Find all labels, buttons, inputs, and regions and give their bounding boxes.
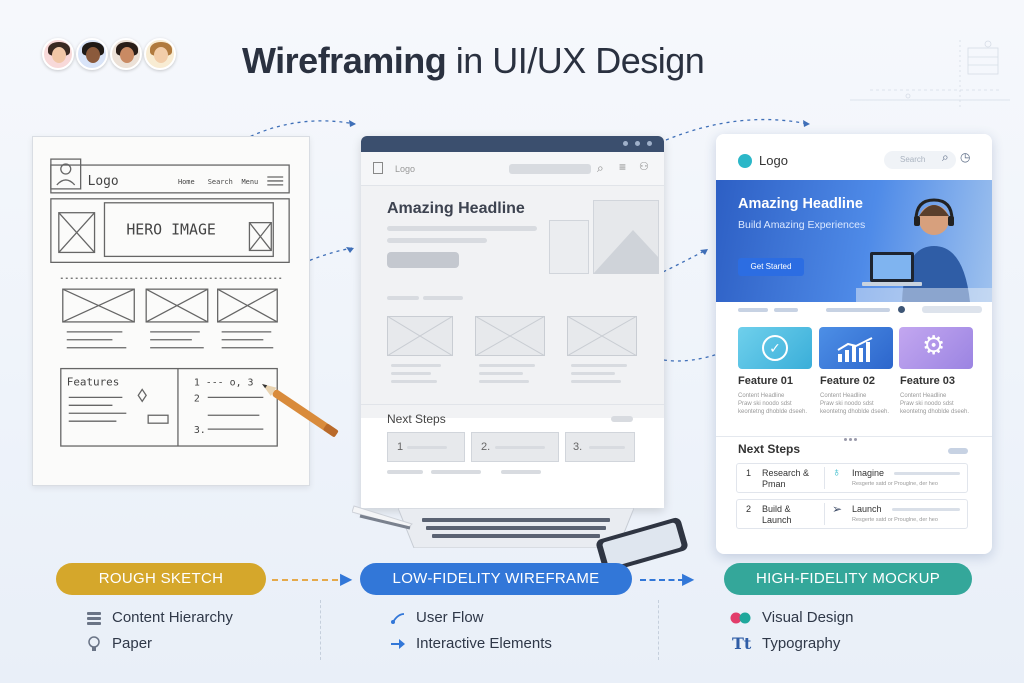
stage-item: Tt Typography [732, 633, 841, 653]
stage-connector [272, 579, 348, 581]
step-label-1: Research & Pman [762, 468, 810, 489]
color-dots-icon [730, 612, 751, 623]
feature-title-1: Feature 01 [738, 375, 794, 387]
clock-icon[interactable]: ◷ [960, 150, 971, 164]
svg-text:2: 2 [194, 393, 200, 404]
logo-icon [373, 162, 383, 174]
step-row-2[interactable] [736, 499, 968, 529]
svg-text:Search: Search [208, 178, 233, 186]
high-fidelity-mockup: Logo Search ⌕ ◷ Amazing Headline Build A… [716, 134, 992, 554]
sketch-features-label: Features [67, 375, 120, 388]
feature-desc-2: Content Headline Praw ski noodo sdst keo… [820, 393, 890, 415]
lofi-cta-button[interactable] [387, 252, 459, 268]
lofi-headline: Amazing Headline [387, 200, 525, 217]
typography-icon: Tt [732, 633, 752, 653]
page-title: Wireframing in UI/UX Design [242, 40, 705, 81]
svg-text:3.: 3. [194, 425, 206, 436]
lofi-navbar: Logo ⌕ ≡ ⚇ [361, 152, 664, 186]
feature-desc-1: Content Headline Praw ski noodo sdst keo… [738, 393, 808, 415]
lofi-hero [361, 186, 664, 418]
paper-plane-icon: ➢ [832, 502, 843, 516]
stylus-icon [352, 505, 413, 530]
flow-icon [391, 612, 405, 624]
pencil-icon [262, 384, 339, 437]
get-started-button[interactable]: Get Started [738, 258, 804, 276]
menu-icon[interactable]: ≡ [619, 160, 627, 174]
avatar [144, 38, 176, 70]
search-icon[interactable]: ⌕ [942, 150, 949, 164]
hifi-logo[interactable]: Logo [759, 153, 788, 168]
hifi-header: Logo Search ⌕ ◷ [716, 134, 992, 180]
hifi-next-steps: Next Steps [738, 442, 801, 456]
avatar-group [42, 38, 176, 70]
svg-text:Menu: Menu [241, 178, 258, 186]
hifi-headline: Amazing Headline [738, 196, 863, 212]
step-row-1[interactable] [736, 463, 968, 493]
lofi-next-steps: Next Steps [387, 412, 446, 426]
lightbulb-icon: ♁ [832, 465, 841, 479]
stage-item: Visual Design [730, 609, 853, 626]
avatar [76, 38, 108, 70]
growth-chart-icon [837, 337, 873, 362]
avatar [42, 38, 74, 70]
low-fidelity-wireframe: Logo ⌕ ≡ ⚇ Amazing Headline Next Steps 1… [361, 136, 664, 508]
stack-icon [87, 611, 101, 625]
stage-rough-sketch: ROUGH SKETCH [56, 563, 266, 595]
logo-icon [738, 154, 752, 168]
stage-item: User Flow [390, 609, 484, 626]
svg-text:1 --- o, 3: 1 --- o, 3 [194, 377, 254, 388]
hifi-subheadline: Build Amazing Experiences [738, 219, 866, 231]
svg-text:HERO IMAGE: HERO IMAGE [126, 221, 216, 239]
person-with-headphones-illustration [856, 198, 992, 302]
feature-title-3: Feature 03 [900, 375, 956, 387]
avatar [110, 38, 142, 70]
svg-text:Home: Home [178, 178, 195, 186]
hifi-hero [716, 180, 992, 302]
lofi-search-bar[interactable] [509, 164, 591, 174]
search-icon[interactable]: ⌕ [597, 161, 604, 175]
divider [658, 600, 659, 660]
stage-item: Interactive Elements [390, 635, 552, 652]
sketch-logo: Logo [88, 174, 119, 189]
arrow-right-icon: ▶ [340, 571, 353, 588]
step-label-2: Build & Launch [762, 504, 792, 525]
browser-titlebar [361, 136, 664, 152]
lofi-logo: Logo [395, 164, 416, 174]
hifi-search-placeholder: Search [900, 155, 926, 164]
feature-desc-3: Content Headline Praw ski noodo sdst keo… [900, 393, 970, 415]
step-action-1: Imagine [852, 468, 885, 478]
step-action-2: Launch [852, 504, 882, 514]
pagination-dots[interactable] [844, 428, 866, 441]
stage-high-fidelity-mockup: HIGH-FIDELITY MOCKUP [724, 563, 972, 595]
decorative-grid [850, 40, 1010, 110]
user-icon[interactable]: ⚇ [639, 161, 649, 173]
lightbulb-icon [88, 635, 100, 651]
stage-item: Paper [86, 635, 152, 652]
laptop-keyboard [398, 508, 634, 548]
stage-item: Content Hierarchy [86, 609, 233, 626]
feature-title-2: Feature 02 [820, 375, 876, 387]
arrow-right-icon: ▶ [682, 571, 695, 588]
feature-card-3[interactable] [899, 327, 973, 369]
gear-icon: ⚙ [922, 330, 946, 360]
arrow-right-icon [391, 638, 405, 649]
stage-connector [640, 579, 684, 581]
divider [320, 600, 321, 660]
rough-sketch-panel: Logo Home Search Menu HERO IMAGE Feature… [32, 136, 310, 486]
stage-low-fidelity-wireframe: LOW-FIDELITY WIREFRAME [360, 563, 632, 595]
check-icon: ✓ [762, 335, 788, 361]
hifi-search-input[interactable] [884, 151, 956, 169]
